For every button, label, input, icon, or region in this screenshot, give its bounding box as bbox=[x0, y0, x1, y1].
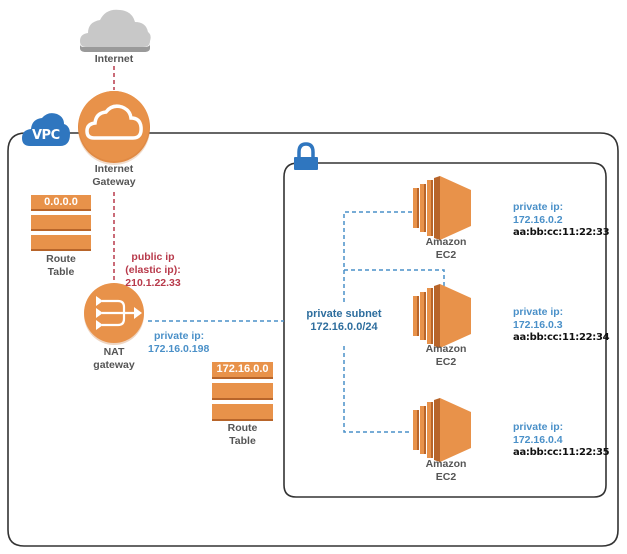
internet-cloud-icon bbox=[80, 9, 151, 52]
nat-public-ip-value: 210.1.22.33 bbox=[125, 277, 181, 289]
ec2-1-label-line2: EC2 bbox=[435, 249, 457, 261]
ec2-1-mac: aa:bb:cc:11:22:33 bbox=[513, 227, 610, 238]
private-route-table-label-line1: Route bbox=[227, 422, 258, 434]
ec2-3-ip-label: private ip: bbox=[513, 421, 564, 433]
nat-public-ip-label-line2: (elastic ip): bbox=[125, 264, 181, 276]
vpc-badge-label: VPC bbox=[32, 128, 60, 143]
subnet-ec2-links bbox=[343, 211, 445, 433]
private-route-table-label-line2: Table bbox=[229, 435, 256, 447]
nat-label-line2: gateway bbox=[93, 359, 135, 371]
ec2-2-ip-label: private ip: bbox=[513, 306, 564, 318]
private-subnet-label: private subnet bbox=[306, 308, 382, 320]
public-route-table-label-line2: Table bbox=[47, 266, 75, 278]
ec2-instance-icon bbox=[413, 284, 471, 348]
nat-public-ip-label-line1: public ip bbox=[131, 251, 175, 263]
private-subnet-border bbox=[283, 162, 607, 498]
ec2-3-ip: 172.16.0.4 bbox=[513, 434, 563, 446]
ec2-3-mac: aa:bb:cc:11:22:35 bbox=[513, 447, 610, 458]
ec2-2-ip: 172.16.0.3 bbox=[513, 319, 563, 331]
ec2-2-label-line1: Amazon bbox=[425, 343, 467, 355]
private-subnet-cidr: 172.16.0.0/24 bbox=[310, 321, 378, 333]
vpc-border bbox=[7, 132, 619, 547]
ec2-1-ip: 172.16.0.2 bbox=[513, 214, 563, 226]
ec2-3-label-line1: Amazon bbox=[425, 458, 467, 470]
nat-gateway-icon bbox=[84, 283, 144, 345]
vpc-badge-icon bbox=[22, 113, 70, 146]
public-route-table-entry: 0.0.0.0 bbox=[44, 196, 78, 208]
public-route-table-label-line1: Route bbox=[46, 253, 76, 265]
ec2-instance-icon bbox=[413, 398, 471, 462]
internet-gateway-icon bbox=[78, 91, 150, 165]
ec2-3-label-line2: EC2 bbox=[435, 471, 457, 483]
igw-label-line2: Gateway bbox=[92, 176, 136, 188]
igw-label-line1: Internet bbox=[94, 163, 134, 175]
internet-label: Internet bbox=[94, 53, 134, 65]
nat-private-ip-value: 172.16.0.198 bbox=[148, 343, 210, 355]
ec2-1-ip-label: private ip: bbox=[513, 201, 564, 213]
ec2-instance-icon bbox=[413, 176, 471, 240]
private-route-table-entry: 172.16.0.0 bbox=[216, 363, 269, 375]
ec2-2-mac: aa:bb:cc:11:22:34 bbox=[513, 332, 610, 343]
lock-icon bbox=[294, 142, 318, 170]
nat-private-ip-label: private ip: bbox=[154, 330, 205, 342]
ec2-1-label-line1: Amazon bbox=[425, 236, 467, 248]
nat-label-line1: NAT bbox=[103, 346, 125, 358]
private-route-table-icon bbox=[212, 362, 273, 421]
ec2-2-label-line2: EC2 bbox=[435, 356, 457, 368]
public-route-table-icon bbox=[31, 195, 91, 251]
